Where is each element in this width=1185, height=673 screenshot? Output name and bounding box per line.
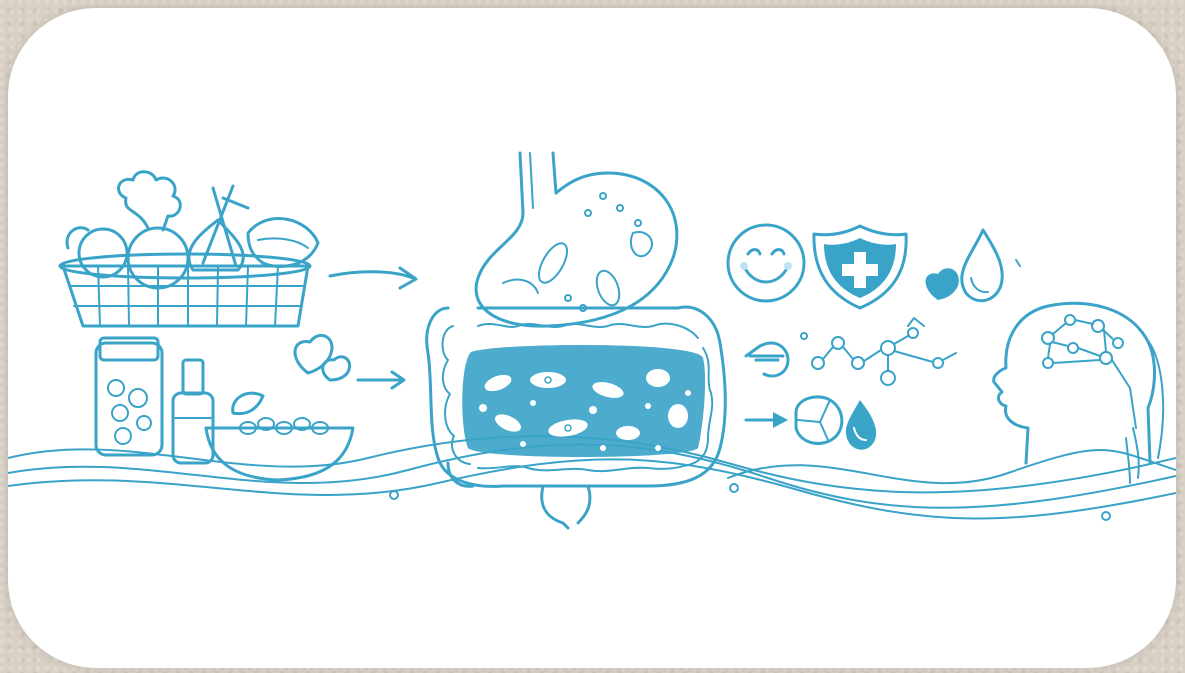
brain-head-icon bbox=[994, 303, 1163, 483]
supplement-jar-icon bbox=[96, 338, 162, 455]
digestive-system-icon bbox=[427, 153, 726, 528]
illustration-card bbox=[8, 8, 1176, 668]
health-shield-icon bbox=[814, 226, 906, 308]
water-drop-icon bbox=[962, 230, 1020, 301]
hearts-icon bbox=[295, 335, 350, 380]
smiley-face-icon bbox=[728, 225, 804, 301]
molecule-network-icon bbox=[746, 318, 956, 385]
gut-brain-illustration bbox=[8, 8, 1176, 668]
gut-microbes-icon bbox=[462, 345, 705, 457]
cube-icon bbox=[796, 397, 876, 450]
heart-icon bbox=[926, 268, 959, 300]
vegetable-basket-icon bbox=[60, 172, 318, 326]
probiotic-bottle-icon bbox=[173, 360, 213, 463]
